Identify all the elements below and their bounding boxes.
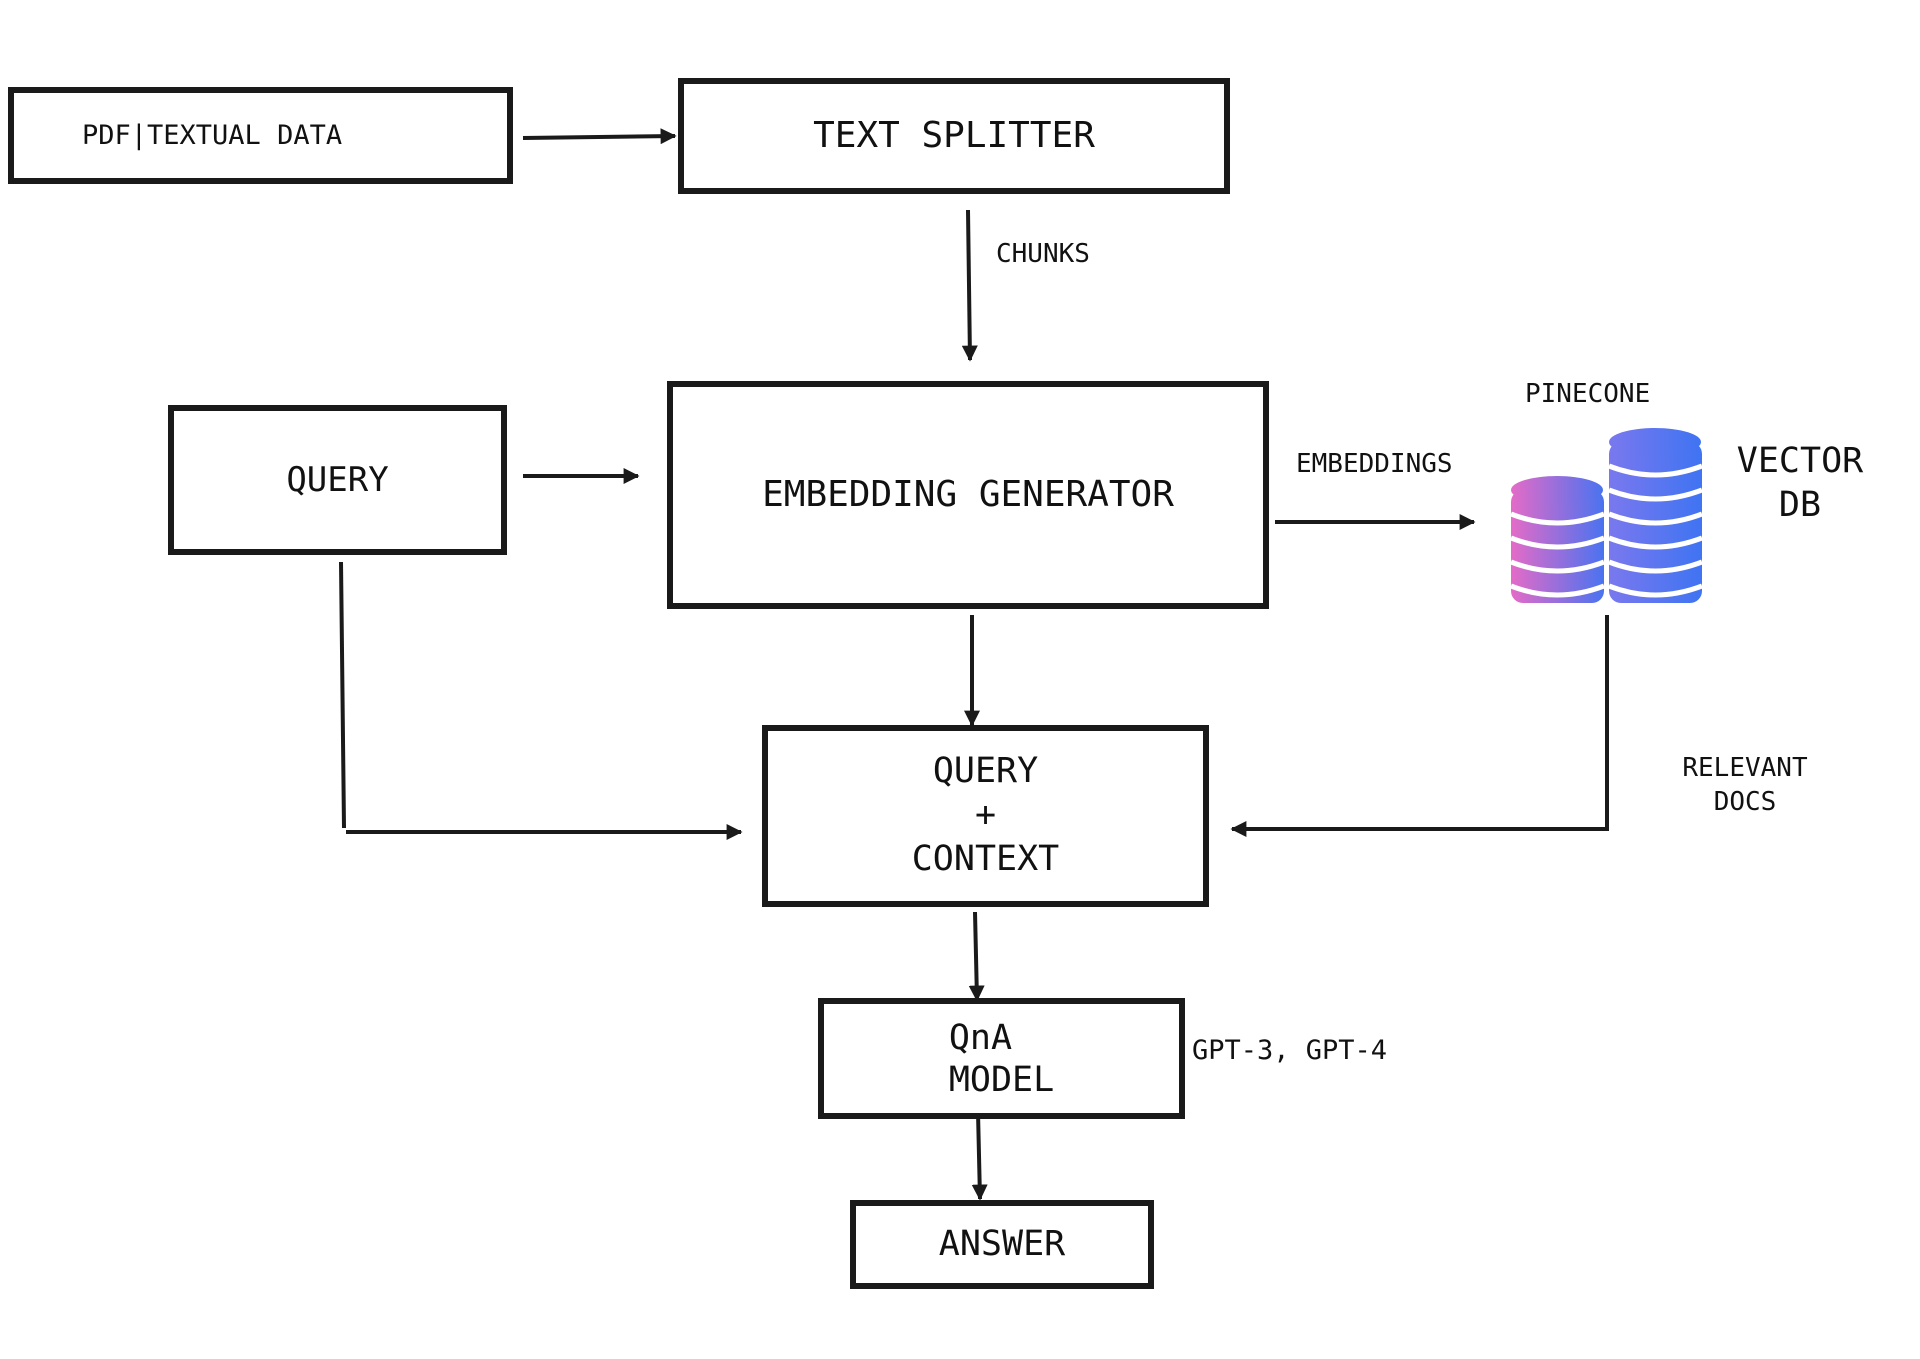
node-pdf-textual-data-label: PDF|TEXTUAL DATA: [82, 119, 343, 151]
node-qna-model: QnA MODEL: [818, 998, 1185, 1119]
node-query-context-label: QUERY + CONTEXT: [911, 751, 1060, 879]
database-stack-icon: [1510, 428, 1703, 603]
edge-label-chunks: CHUNKS: [996, 239, 1090, 269]
edge-pdf-to-splitter: [522, 128, 677, 145]
edge-label-relevant-docs: RELEVANT DOCS: [1682, 753, 1808, 817]
node-query-label: QUERY: [286, 459, 389, 500]
node-embedding-generator-label: EMBEDDING GENERATOR: [762, 473, 1174, 515]
vector-db-provider-label: PINECONE: [1525, 379, 1651, 409]
edge-qna-to-answer: [971, 1111, 988, 1201]
node-qna-model-label: QnA MODEL: [948, 1017, 1055, 1100]
node-query-context: QUERY + CONTEXT: [762, 725, 1209, 907]
edge-splitter-to-embedding: [961, 209, 978, 362]
node-text-splitter: TEXT SPLITTER: [678, 78, 1230, 194]
edge-label-embeddings: EMBEDDINGS: [1296, 449, 1453, 479]
node-query: QUERY: [168, 405, 507, 555]
edge-query-context-to-qna: [968, 911, 985, 1002]
node-answer: ANSWER: [850, 1200, 1154, 1289]
edge-vectordb-to-query-context: [1230, 615, 1609, 837]
model-versions-label: GPT-3, GPT-4: [1192, 1035, 1388, 1066]
node-pdf-textual-data: PDF|TEXTUAL DATA: [8, 87, 513, 184]
node-embedding-generator: EMBEDDING GENERATOR: [667, 381, 1269, 609]
vector-db-label: VECTOR DB: [1736, 441, 1864, 525]
node-text-splitter-label: TEXT SPLITTER: [813, 114, 1095, 156]
edge-query-to-query-context: [339, 561, 346, 829]
node-answer-label: ANSWER: [938, 1223, 1066, 1264]
